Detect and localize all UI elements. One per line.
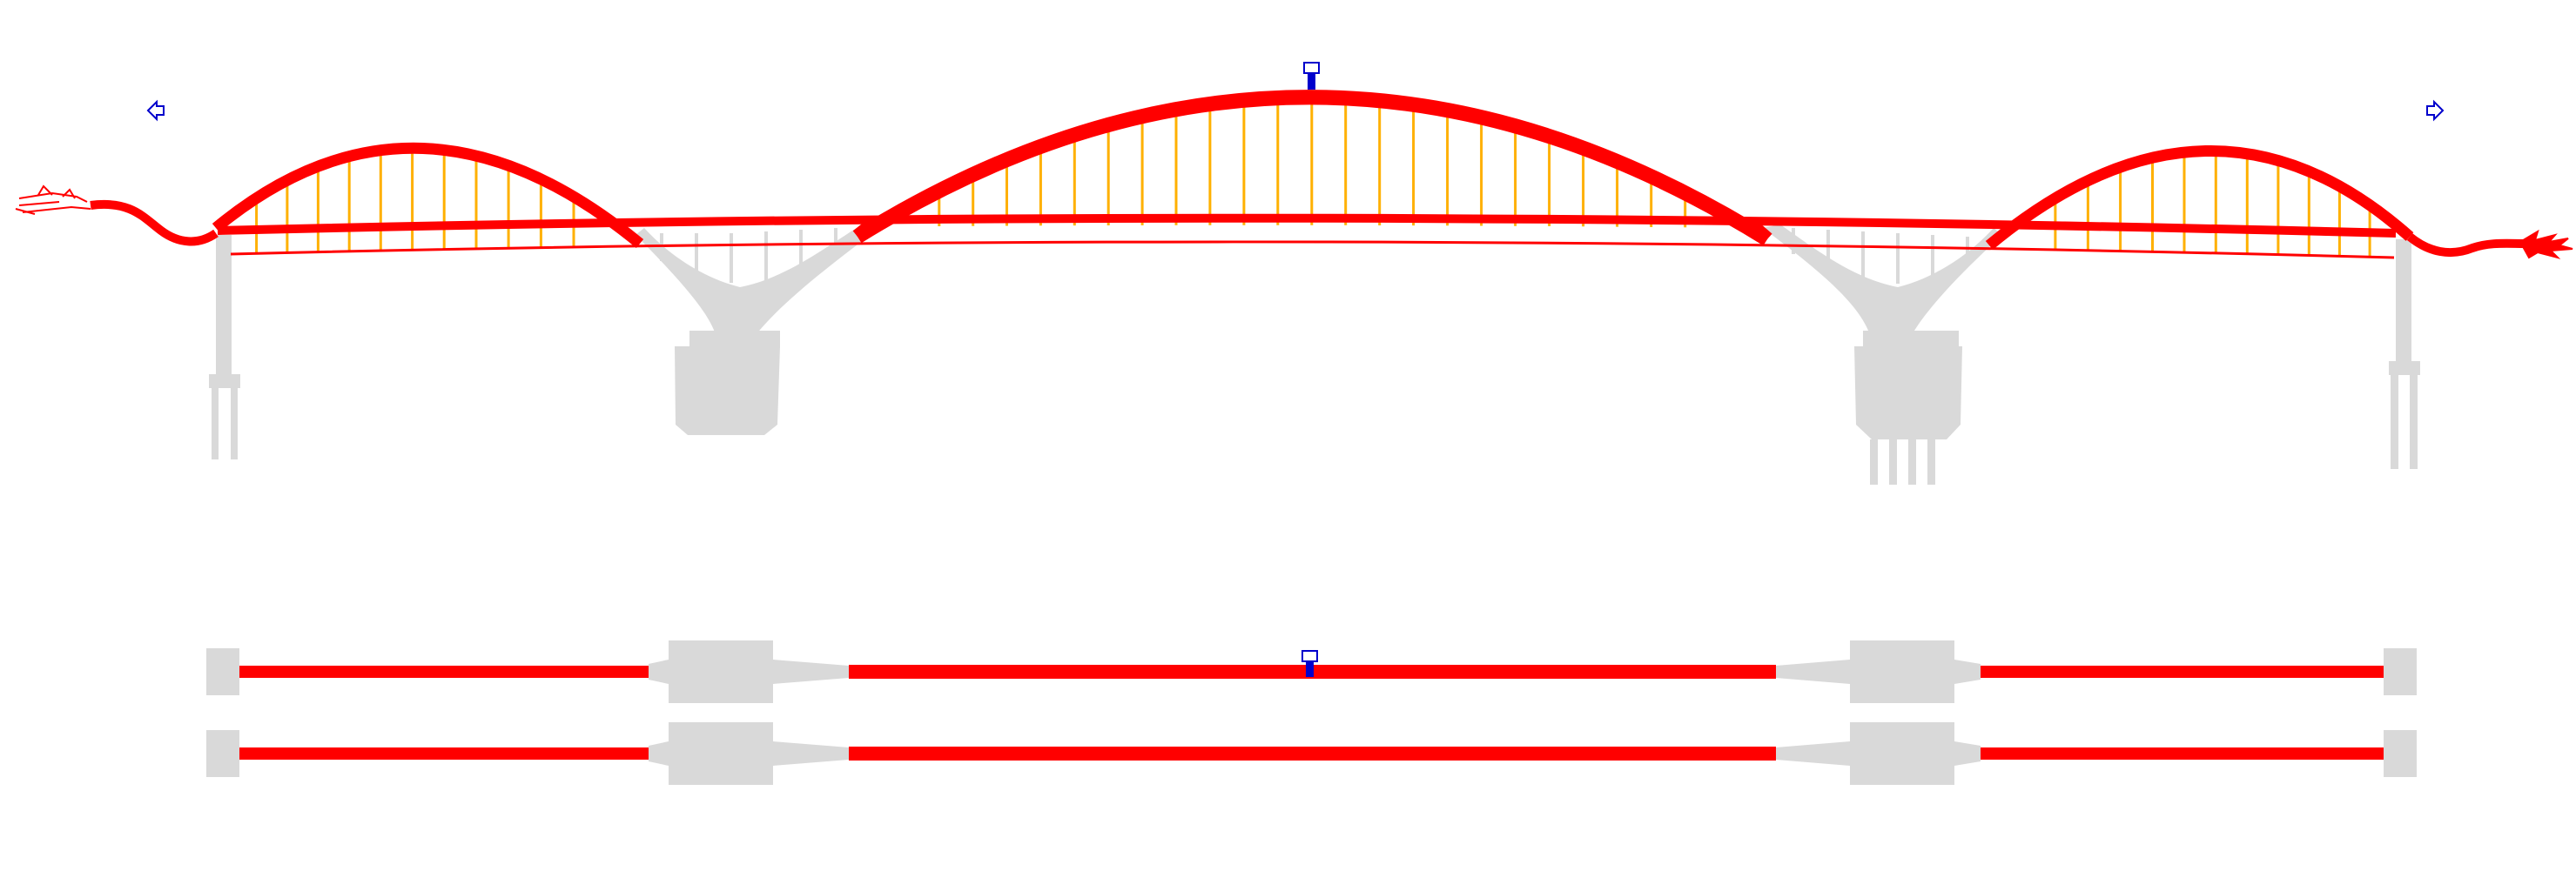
crown-handle-stem[interactable] bbox=[1308, 74, 1315, 90]
plan-right-span bbox=[1981, 747, 2384, 760]
right-ornament bbox=[2406, 229, 2573, 259]
plan-left-span bbox=[239, 666, 649, 678]
plan-left-abutment bbox=[206, 648, 239, 695]
right-arrow-icon[interactable] bbox=[2426, 99, 2445, 122]
deck-top-chord bbox=[217, 213, 2397, 238]
left-ornament bbox=[15, 184, 219, 246]
plan-left-abutment bbox=[206, 730, 239, 777]
left-arrow-icon[interactable] bbox=[146, 99, 165, 122]
plan-handle-icon[interactable] bbox=[1301, 650, 1318, 662]
plan-main-span bbox=[849, 747, 1776, 761]
plan-taper bbox=[649, 741, 669, 766]
left-nav-button[interactable] bbox=[146, 99, 165, 122]
right-nav-button[interactable] bbox=[2426, 99, 2445, 122]
main-arch bbox=[853, 90, 1772, 246]
plan-right-abutment bbox=[2384, 648, 2417, 695]
plan-taper bbox=[1776, 660, 1850, 684]
right-side-arch bbox=[1985, 144, 2414, 251]
left-side-arch bbox=[212, 142, 644, 249]
elevation-piers bbox=[209, 225, 2420, 485]
plan-taper bbox=[1954, 660, 1981, 684]
right-main-pier bbox=[1763, 225, 2002, 485]
plan-row-2 bbox=[206, 722, 2417, 785]
plan-handle[interactable] bbox=[1301, 650, 1318, 677]
plan-taper bbox=[773, 660, 849, 684]
plan-taper bbox=[1954, 741, 1981, 766]
crown-handle[interactable] bbox=[1303, 62, 1320, 90]
plan-right-pier bbox=[1850, 640, 1954, 703]
dragon-tail-icon bbox=[2519, 229, 2573, 259]
arches bbox=[212, 90, 2414, 251]
crown-handle-icon[interactable] bbox=[1303, 62, 1320, 74]
plan-right-abutment bbox=[2384, 730, 2417, 777]
plan-left-span bbox=[239, 747, 649, 760]
plan-taper bbox=[649, 660, 669, 684]
main-arch-left-springing bbox=[852, 220, 876, 243]
hangers bbox=[255, 102, 2371, 258]
plan-right-span bbox=[1981, 666, 2384, 678]
right-abutment bbox=[2389, 239, 2420, 469]
left-main-pier bbox=[636, 225, 879, 435]
plan-left-pier bbox=[669, 722, 773, 785]
dragon-neck bbox=[90, 199, 219, 246]
plan-left-pier bbox=[669, 640, 773, 703]
plan-taper bbox=[1776, 741, 1850, 766]
deck bbox=[217, 213, 2397, 259]
plan-right-pier bbox=[1850, 722, 1954, 785]
dragon-neck-right bbox=[2406, 233, 2526, 258]
deck-bottom-chord bbox=[230, 240, 2395, 259]
spandrel-posts-left bbox=[660, 228, 837, 283]
elevation-view bbox=[15, 62, 2573, 485]
dragon-head-icon bbox=[15, 184, 91, 215]
left-abutment bbox=[209, 235, 240, 459]
plan-view bbox=[206, 640, 2417, 785]
main-arch-right-springing bbox=[1749, 222, 1772, 245]
plan-taper bbox=[773, 741, 849, 766]
plan-handle-stem[interactable] bbox=[1306, 661, 1314, 677]
spandrel-posts-right bbox=[1792, 228, 1969, 284]
